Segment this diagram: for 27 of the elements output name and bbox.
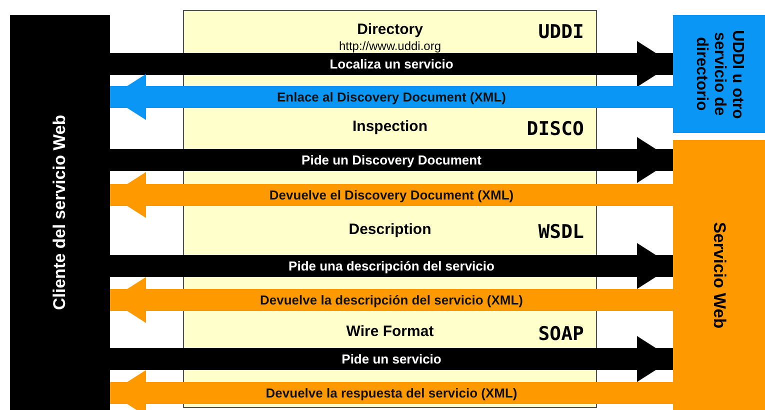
- arrow-label: Devuelve la descripción del servicio (XML): [260, 292, 523, 308]
- arrow-label: Devuelve la respuesta del servicio (XML): [266, 386, 518, 400]
- layer-title: Inspection: [352, 118, 428, 135]
- arrow: [110, 172, 673, 218]
- url-text: http://www.uddi.org: [338, 39, 442, 53]
- layer-title: Directory: [357, 21, 423, 38]
- protocol-name: DISCO: [526, 118, 584, 140]
- arrow-label: Enlace al Discovery Document (XML): [277, 90, 506, 104]
- arrow-label: Pide una descripción del servicio: [288, 258, 494, 274]
- protocol-name: UDDI: [538, 21, 584, 43]
- client-bar: Cliente del servicio Web: [10, 15, 110, 410]
- arrow-label: Devuelve el Discovery Document (XML): [269, 188, 514, 202]
- arrow: [110, 370, 673, 410]
- arrow: [110, 336, 673, 382]
- layer-title: Description: [348, 221, 432, 238]
- protocol-name: SOAP: [538, 323, 584, 345]
- arrow: [110, 277, 673, 323]
- arrow-label: Pide un Discovery Document: [302, 152, 482, 168]
- arrow-label: Pide un servicio: [342, 352, 442, 366]
- arrow-label: Localiza un servicio: [330, 56, 454, 72]
- layer-title: Wire Format: [346, 323, 434, 340]
- directory-service-box: UDDI u otro servicio de directorio: [673, 15, 765, 133]
- protocol-name: WSDL: [538, 221, 584, 243]
- arrow: [110, 137, 673, 183]
- arrow: [110, 243, 673, 289]
- arrow: [110, 41, 673, 87]
- web-service-box: Servicio Web: [673, 140, 765, 410]
